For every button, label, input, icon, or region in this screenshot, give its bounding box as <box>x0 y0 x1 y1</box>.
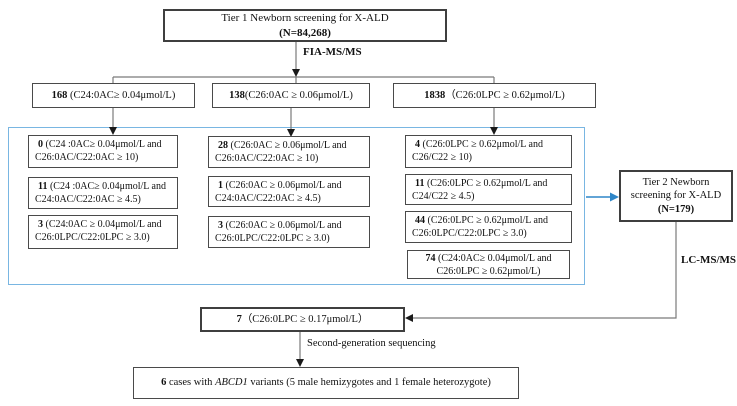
arrowhead-col2 <box>287 129 295 137</box>
subbox-criteria-line1: (C26:0LPC ≥ 0.62μmol/L and <box>420 139 543 150</box>
final-text-post: variants (5 male hemizygotes and 1 femal… <box>247 377 491 389</box>
result7-count: 7 <box>236 313 242 325</box>
subbox-criteria-line2: C26:0AC/C22:0AC ≥ 10) <box>35 151 139 163</box>
subbox-criteria-line1: (C26:0AC ≥ 0.06μmol/L and <box>223 220 342 231</box>
subbox-criteria-line1: (C24:0AC ≥ 0.04μmol/L and <box>43 219 162 230</box>
subbox-criteria-line2: C26:0LPC/C22:0LPC ≥ 3.0) <box>412 227 527 239</box>
tier1-title: Tier 1 Newborn screening for X-ALD <box>221 12 389 25</box>
subbox-count: 28 <box>218 140 228 151</box>
final-count: 6 <box>161 377 167 389</box>
subbox-count: 44 <box>415 215 425 226</box>
subbox-col3-row3: 44 (C26:0LPC ≥ 0.62μmol/L and C26:0LPC/C… <box>405 211 572 243</box>
subbox-col3-row1: 4 (C26:0LPC ≥ 0.62μmol/L and C26/C22 ≥ 1… <box>405 135 572 168</box>
fia-msms-label: FIA-MS/MS <box>303 46 362 58</box>
subbox-criteria-line1: (C24 :0AC≥ 0.04μmol/L and <box>43 139 162 150</box>
tier2-title-line2: screening for X-ALD <box>630 190 722 202</box>
subbox-col3-row2: 11 (C26:0LPC ≥ 0.62μmol/L and C24/C22 ≥ … <box>405 174 572 205</box>
tier2-title-line1: Tier 2 Newborn <box>642 176 710 188</box>
subbox-col2-row2: 1 (C26:0AC ≥ 0.06μmol/L and C24:0AC/C22:… <box>208 176 370 207</box>
lc-msms-label: LC-MS/MS <box>681 254 736 266</box>
subbox-count: 11 <box>38 181 48 192</box>
final-gene-name: ABCD1 <box>215 377 248 389</box>
subbox-criteria-line2: C24/C22 ≥ 4.5) <box>412 190 475 202</box>
subbox-criteria-line2: C24:0AC/C22:0AC ≥ 4.5) <box>215 192 321 204</box>
sequencing-label: Second-generation sequencing <box>307 338 436 349</box>
subbox-count: 1 <box>218 180 223 191</box>
subbox-col2-row1: 28 (C26:0AC ≥ 0.06μmol/L and C26:0AC/C22… <box>208 136 370 168</box>
subbox-criteria-line1: (C26:0AC ≥ 0.06μmol/L and <box>228 140 347 151</box>
subbox-col1-row1: 0 (C24 :0AC≥ 0.04μmol/L and C26:0AC/C22:… <box>28 135 178 168</box>
arrow-tier2 <box>586 192 619 202</box>
arrowhead-seq <box>296 359 304 367</box>
subbox-col3-row4: 74 (C24:0AC≥ 0.04μmol/L and C26:0LPC ≥ 0… <box>407 250 570 279</box>
filter-c26ac-criteria: (C26:0AC ≥ 0.06μmol/L) <box>244 89 353 101</box>
arrow-lcms-shaft <box>413 222 677 319</box>
subbox-criteria-line1: (C24:0AC≥ 0.04μmol/L and <box>435 253 552 264</box>
subbox-count: 4 <box>415 139 420 150</box>
tier3-container <box>8 127 585 285</box>
subbox-criteria-line2: C26:0AC/C22:0AC ≥ 10) <box>215 152 319 164</box>
subbox-criteria-line2: C26:0LPC ≥ 0.62μmol/L) <box>436 265 541 277</box>
tier1-box: Tier 1 Newborn screening for X-ALD (N=84… <box>163 9 447 42</box>
subbox-criteria-line1: (C26:0LPC ≥ 0.62μmol/L and <box>424 178 548 189</box>
filter-box-c26ac: 138(C26:0AC ≥ 0.06μmol/L) <box>212 83 370 108</box>
subbox-col1-row2: 11 (C24 :0AC≥ 0.04μmol/L and C24:0AC/C22… <box>28 177 178 209</box>
subbox-criteria-line1: (C24 :0AC≥ 0.04μmol/L and <box>47 181 166 192</box>
filter-c24ac-criteria: (C24:0AC≥ 0.04μmol/L) <box>67 89 176 101</box>
final-text-pre: cases with <box>166 377 216 389</box>
subbox-count: 3 <box>218 220 223 231</box>
filter-c26lpc-criteria: （C26:0LPC ≥ 0.62μmol/L) <box>445 89 565 101</box>
subbox-count: 11 <box>415 178 425 189</box>
tier1-count: (N=84,268) <box>279 26 331 39</box>
arrowhead-fia <box>292 69 300 77</box>
result7-criteria: （C26:0LPC ≥ 0.17μmol/L） <box>241 313 369 325</box>
filter-box-c26lpc: 1838（C26:0LPC ≥ 0.62μmol/L) <box>393 83 596 108</box>
subbox-criteria-line2: C26:0LPC/C22:0LPC ≥ 3.0) <box>215 232 330 244</box>
subbox-criteria-line2: C26:0LPC/C22:0LPC ≥ 3.0) <box>35 231 150 243</box>
filter-c24ac-count: 168 <box>51 89 68 101</box>
tier2-count: (N=179) <box>657 203 695 215</box>
subbox-col1-row3: 3 (C24:0AC ≥ 0.04μmol/L and C26:0LPC/C22… <box>28 215 178 249</box>
subbox-col2-row3: 3 (C26:0AC ≥ 0.06μmol/L and C26:0LPC/C22… <box>208 216 370 248</box>
filter-c26lpc-count: 1838 <box>424 89 446 101</box>
arrowhead-col1 <box>109 127 117 135</box>
tier2-box: Tier 2 Newborn screening for X-ALD (N=17… <box>619 170 733 222</box>
result7-box: 7（C26:0LPC ≥ 0.17μmol/L） <box>200 307 405 332</box>
filter-c26ac-count: 138 <box>229 89 245 101</box>
subbox-criteria-line2: C26/C22 ≥ 10) <box>412 151 472 163</box>
arrowhead-result7 <box>405 314 413 322</box>
arrowhead-col3 <box>490 127 498 135</box>
subbox-count: 74 <box>425 253 436 264</box>
subbox-criteria-line1: (C26:0AC ≥ 0.06μmol/L and <box>223 180 342 191</box>
final-result-box: 6 cases with ABCD1 variants (5 male hemi… <box>133 367 519 399</box>
subbox-count: 0 <box>38 139 43 150</box>
subbox-criteria-line1: (C26:0LPC ≥ 0.62μmol/L and <box>425 215 548 226</box>
filter-box-c24ac: 168 (C24:0AC≥ 0.04μmol/L) <box>32 83 195 108</box>
subbox-count: 3 <box>38 219 43 230</box>
subbox-criteria-line2: C24:0AC/C22:0AC ≥ 4.5) <box>35 193 141 205</box>
